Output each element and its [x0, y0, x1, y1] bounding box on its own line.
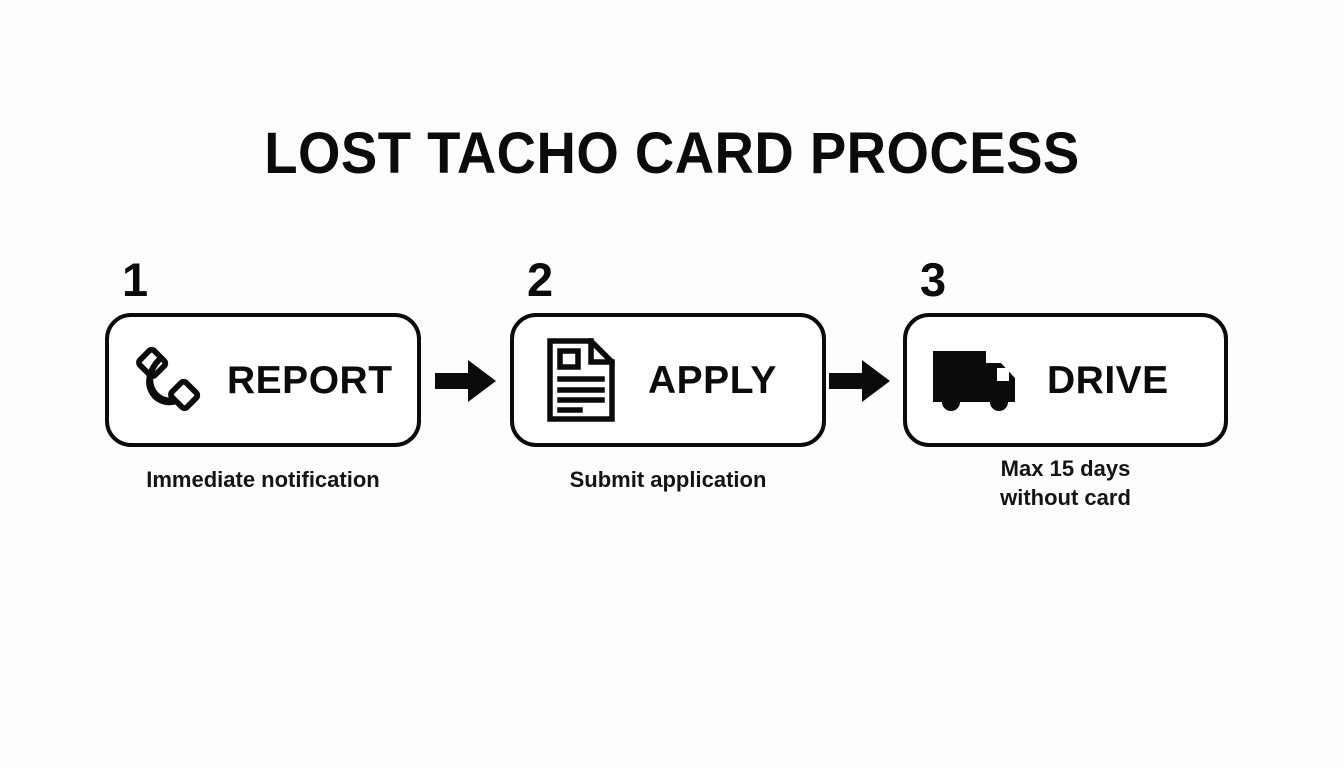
step-number-3: 3 — [920, 253, 947, 306]
step-box-drive[interactable]: DRIVE — [903, 313, 1228, 447]
process-step-2: 2 APPLY Submit application — [510, 256, 835, 542]
step-caption-3: Max 15 days without card — [1000, 456, 1131, 511]
step-box-report[interactable]: REPORT — [105, 313, 421, 447]
process-step-1: 1 REPORT Immediate notification — [105, 256, 430, 542]
truck-icon — [929, 337, 1029, 423]
step-box-apply[interactable]: APPLY — [510, 313, 826, 447]
step-caption-1: Immediate notification — [146, 467, 380, 492]
step-label-drive: DRIVE — [1047, 358, 1169, 402]
step-number-2: 2 — [527, 253, 554, 306]
step-label-report: REPORT — [227, 358, 393, 402]
page-title: LOST TACHO CARD PROCESS — [264, 121, 1080, 186]
arrow-right-icon — [435, 358, 497, 404]
arrow-right-icon — [829, 358, 891, 404]
process-flow: 1 REPORT Immediate notification — [0, 256, 1344, 542]
step-number-1: 1 — [122, 253, 149, 306]
phone-handset-icon — [127, 337, 213, 423]
process-step-3: 3 DRIVE Max 15 days withou — [903, 256, 1228, 542]
step-label-apply: APPLY — [648, 358, 777, 402]
document-icon — [544, 337, 618, 423]
step-caption-2: Submit application — [569, 467, 767, 492]
